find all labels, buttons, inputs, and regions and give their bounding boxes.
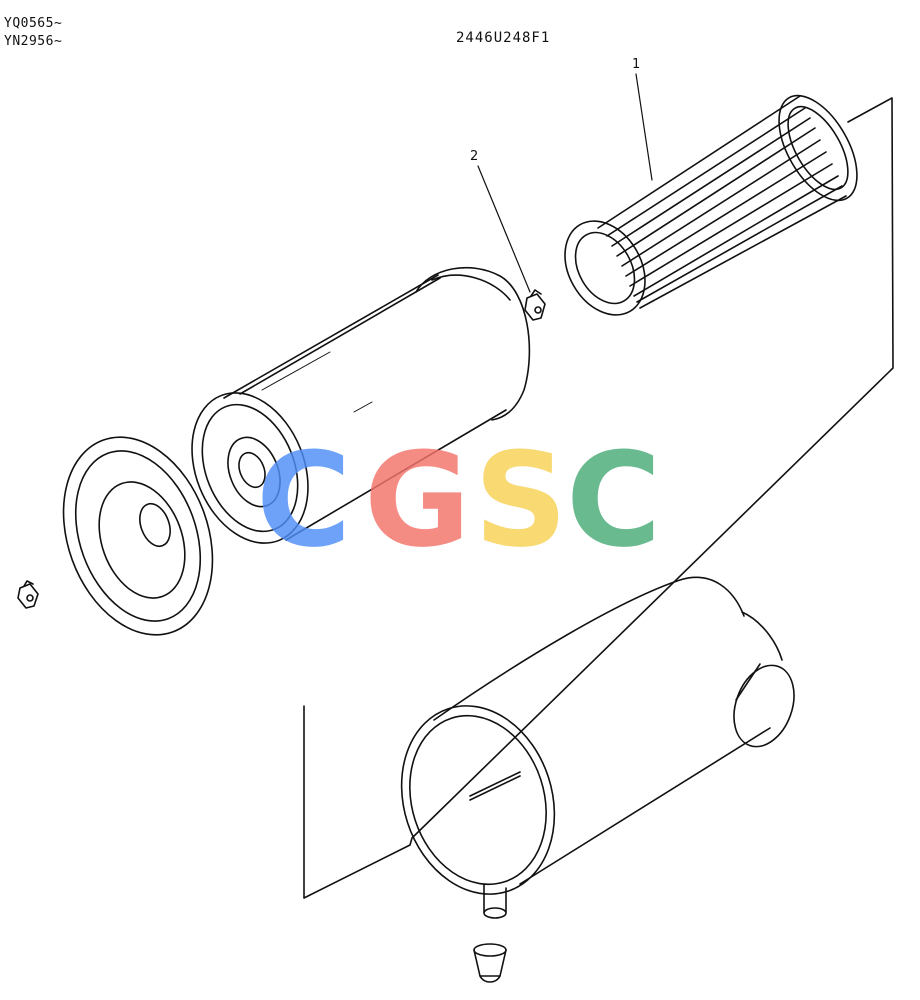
callout-2-leader xyxy=(477,165,531,293)
outer-filter-element xyxy=(191,266,531,544)
serial-range-1: YQ0565~ xyxy=(4,16,63,31)
wing-nut-lower xyxy=(17,580,39,609)
inner-filter-element xyxy=(564,94,858,316)
callout-2-number: 2 xyxy=(470,149,478,164)
mounting-plane-outline xyxy=(303,97,894,899)
cgsc-watermark: C G S C xyxy=(256,424,661,576)
end-cover xyxy=(62,436,214,636)
dust-valve xyxy=(473,943,507,983)
watermark-letter-1: C xyxy=(256,424,351,576)
callout-1-number: 1 xyxy=(632,57,640,72)
watermark-letter-3: S xyxy=(474,424,568,576)
watermark-letter-2: G xyxy=(364,424,471,576)
air-cleaner-housing xyxy=(400,576,795,919)
wing-nut-upper xyxy=(524,289,546,321)
serial-range-2: YN2956~ xyxy=(4,34,63,49)
callout-1-leader xyxy=(635,73,653,181)
watermark-letter-4: C xyxy=(566,424,661,576)
drawing-number: 2446U248F1 xyxy=(456,30,551,46)
